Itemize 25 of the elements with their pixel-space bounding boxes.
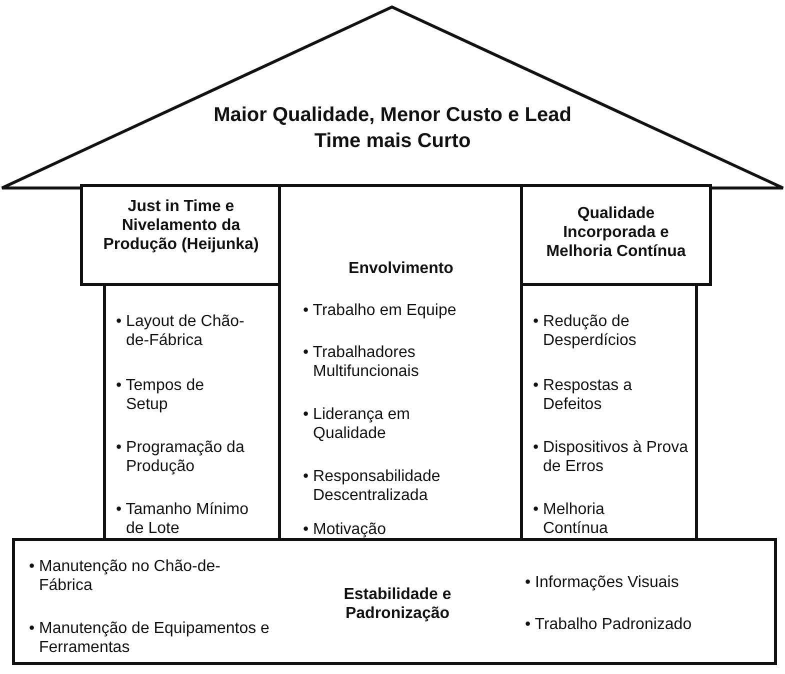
bullet-item: • Redução de Desperdícios (533, 312, 638, 350)
heading: Envolvimento (348, 259, 454, 278)
bullet-item: • Tempos de Setup (116, 376, 206, 414)
bullet-item: • Programação da Produção (116, 438, 246, 476)
roof-title: Maior Qualidade, Menor Custo e Lead Time mais Curto (212, 103, 572, 154)
bullet-item: • Respostas a Defeitos (533, 376, 633, 414)
foundation-box (12, 538, 777, 665)
bullet-item: • Dispositivos à Prova de Erros (533, 438, 689, 476)
heading-box (80, 184, 281, 286)
bullet-item: • Manutenção de Equipamentos e Ferramentas (29, 619, 270, 657)
bullet-item: • Trabalho em Equipe (303, 301, 458, 320)
bullet-item: • Trabalhadores Multifuncionais (303, 343, 420, 381)
heading: Qualidade Incorporada e Melhoria Contínua (545, 204, 687, 261)
bullet-item: • Informações Visuais (525, 573, 680, 592)
bullet-item: • Motivação (303, 520, 387, 539)
bullet-item: • Melhoria Contínua (533, 500, 609, 538)
bullet-item: • Liderança em Qualidade (303, 405, 411, 443)
heading: Estabilidade e Padronização (342, 585, 452, 623)
bullet-item: • Tamanho Mínimo de Lote (116, 500, 250, 538)
heading: Just in Time e Nivelamento da Produção (Heijunka) (102, 197, 260, 254)
bullet-item: • Responsabilidade Descentralizada (303, 467, 442, 505)
bullet-item: • Layout de Chão-de-Fábrica (116, 312, 246, 350)
bullet-item: • Trabalho Padronizado (525, 615, 693, 634)
bullet-item: • Manutenção no Chão-de-Fábrica (29, 557, 222, 595)
heading-box (520, 184, 712, 286)
